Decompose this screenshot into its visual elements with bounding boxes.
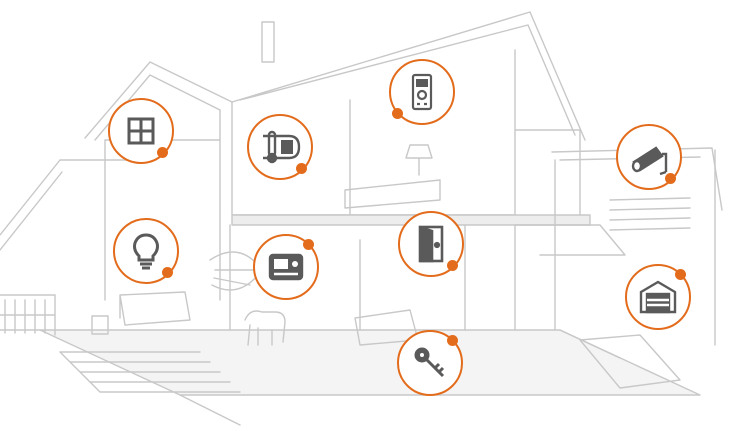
hotspot-dot (296, 163, 307, 174)
hotspot-dot (303, 239, 314, 250)
loft-bed (344, 179, 441, 209)
light-bulb-icon (133, 233, 159, 270)
porch-rail (0, 294, 56, 336)
hotspot-camera[interactable] (616, 124, 682, 190)
hotspot-dot (392, 108, 403, 119)
ground-line (0, 329, 621, 426)
garage-ramp (579, 334, 681, 389)
left-roof (0, 159, 131, 251)
key-icon (414, 347, 445, 378)
hotspot-intercom[interactable] (253, 234, 319, 300)
intercom-icon (268, 253, 304, 281)
dog-figure (244, 310, 286, 346)
front-steps (59, 351, 241, 393)
upper-roof (231, 11, 586, 141)
hotspot-key[interactable] (397, 330, 463, 396)
security-camera-icon (631, 146, 668, 176)
lamp (405, 144, 433, 176)
hotspot-thermostat[interactable] (247, 114, 313, 180)
hotspot-dot (157, 147, 168, 158)
hotspot-remote[interactable] (389, 59, 455, 125)
hotspot-garage[interactable] (625, 264, 691, 330)
door-icon (418, 225, 444, 263)
hotspot-window[interactable] (108, 98, 174, 164)
hotspot-light[interactable] (113, 218, 179, 284)
thermostat-icon (263, 130, 301, 164)
lower-walls (229, 224, 516, 331)
window-icon (127, 117, 155, 145)
hotspot-dot (162, 267, 173, 278)
canopy (514, 224, 626, 256)
hotspot-dot (675, 269, 686, 280)
sofa-left (119, 291, 191, 326)
remote-control-icon (411, 73, 433, 111)
hotspot-dot (665, 173, 676, 184)
hotspot-dot (447, 260, 458, 271)
hotspot-door[interactable] (398, 211, 464, 277)
chimney (261, 21, 275, 63)
garage-door-icon (639, 280, 677, 314)
side-table (91, 315, 109, 335)
hotspot-dot (447, 335, 458, 346)
floor-slab (39, 329, 701, 396)
garage-walls (554, 149, 716, 346)
